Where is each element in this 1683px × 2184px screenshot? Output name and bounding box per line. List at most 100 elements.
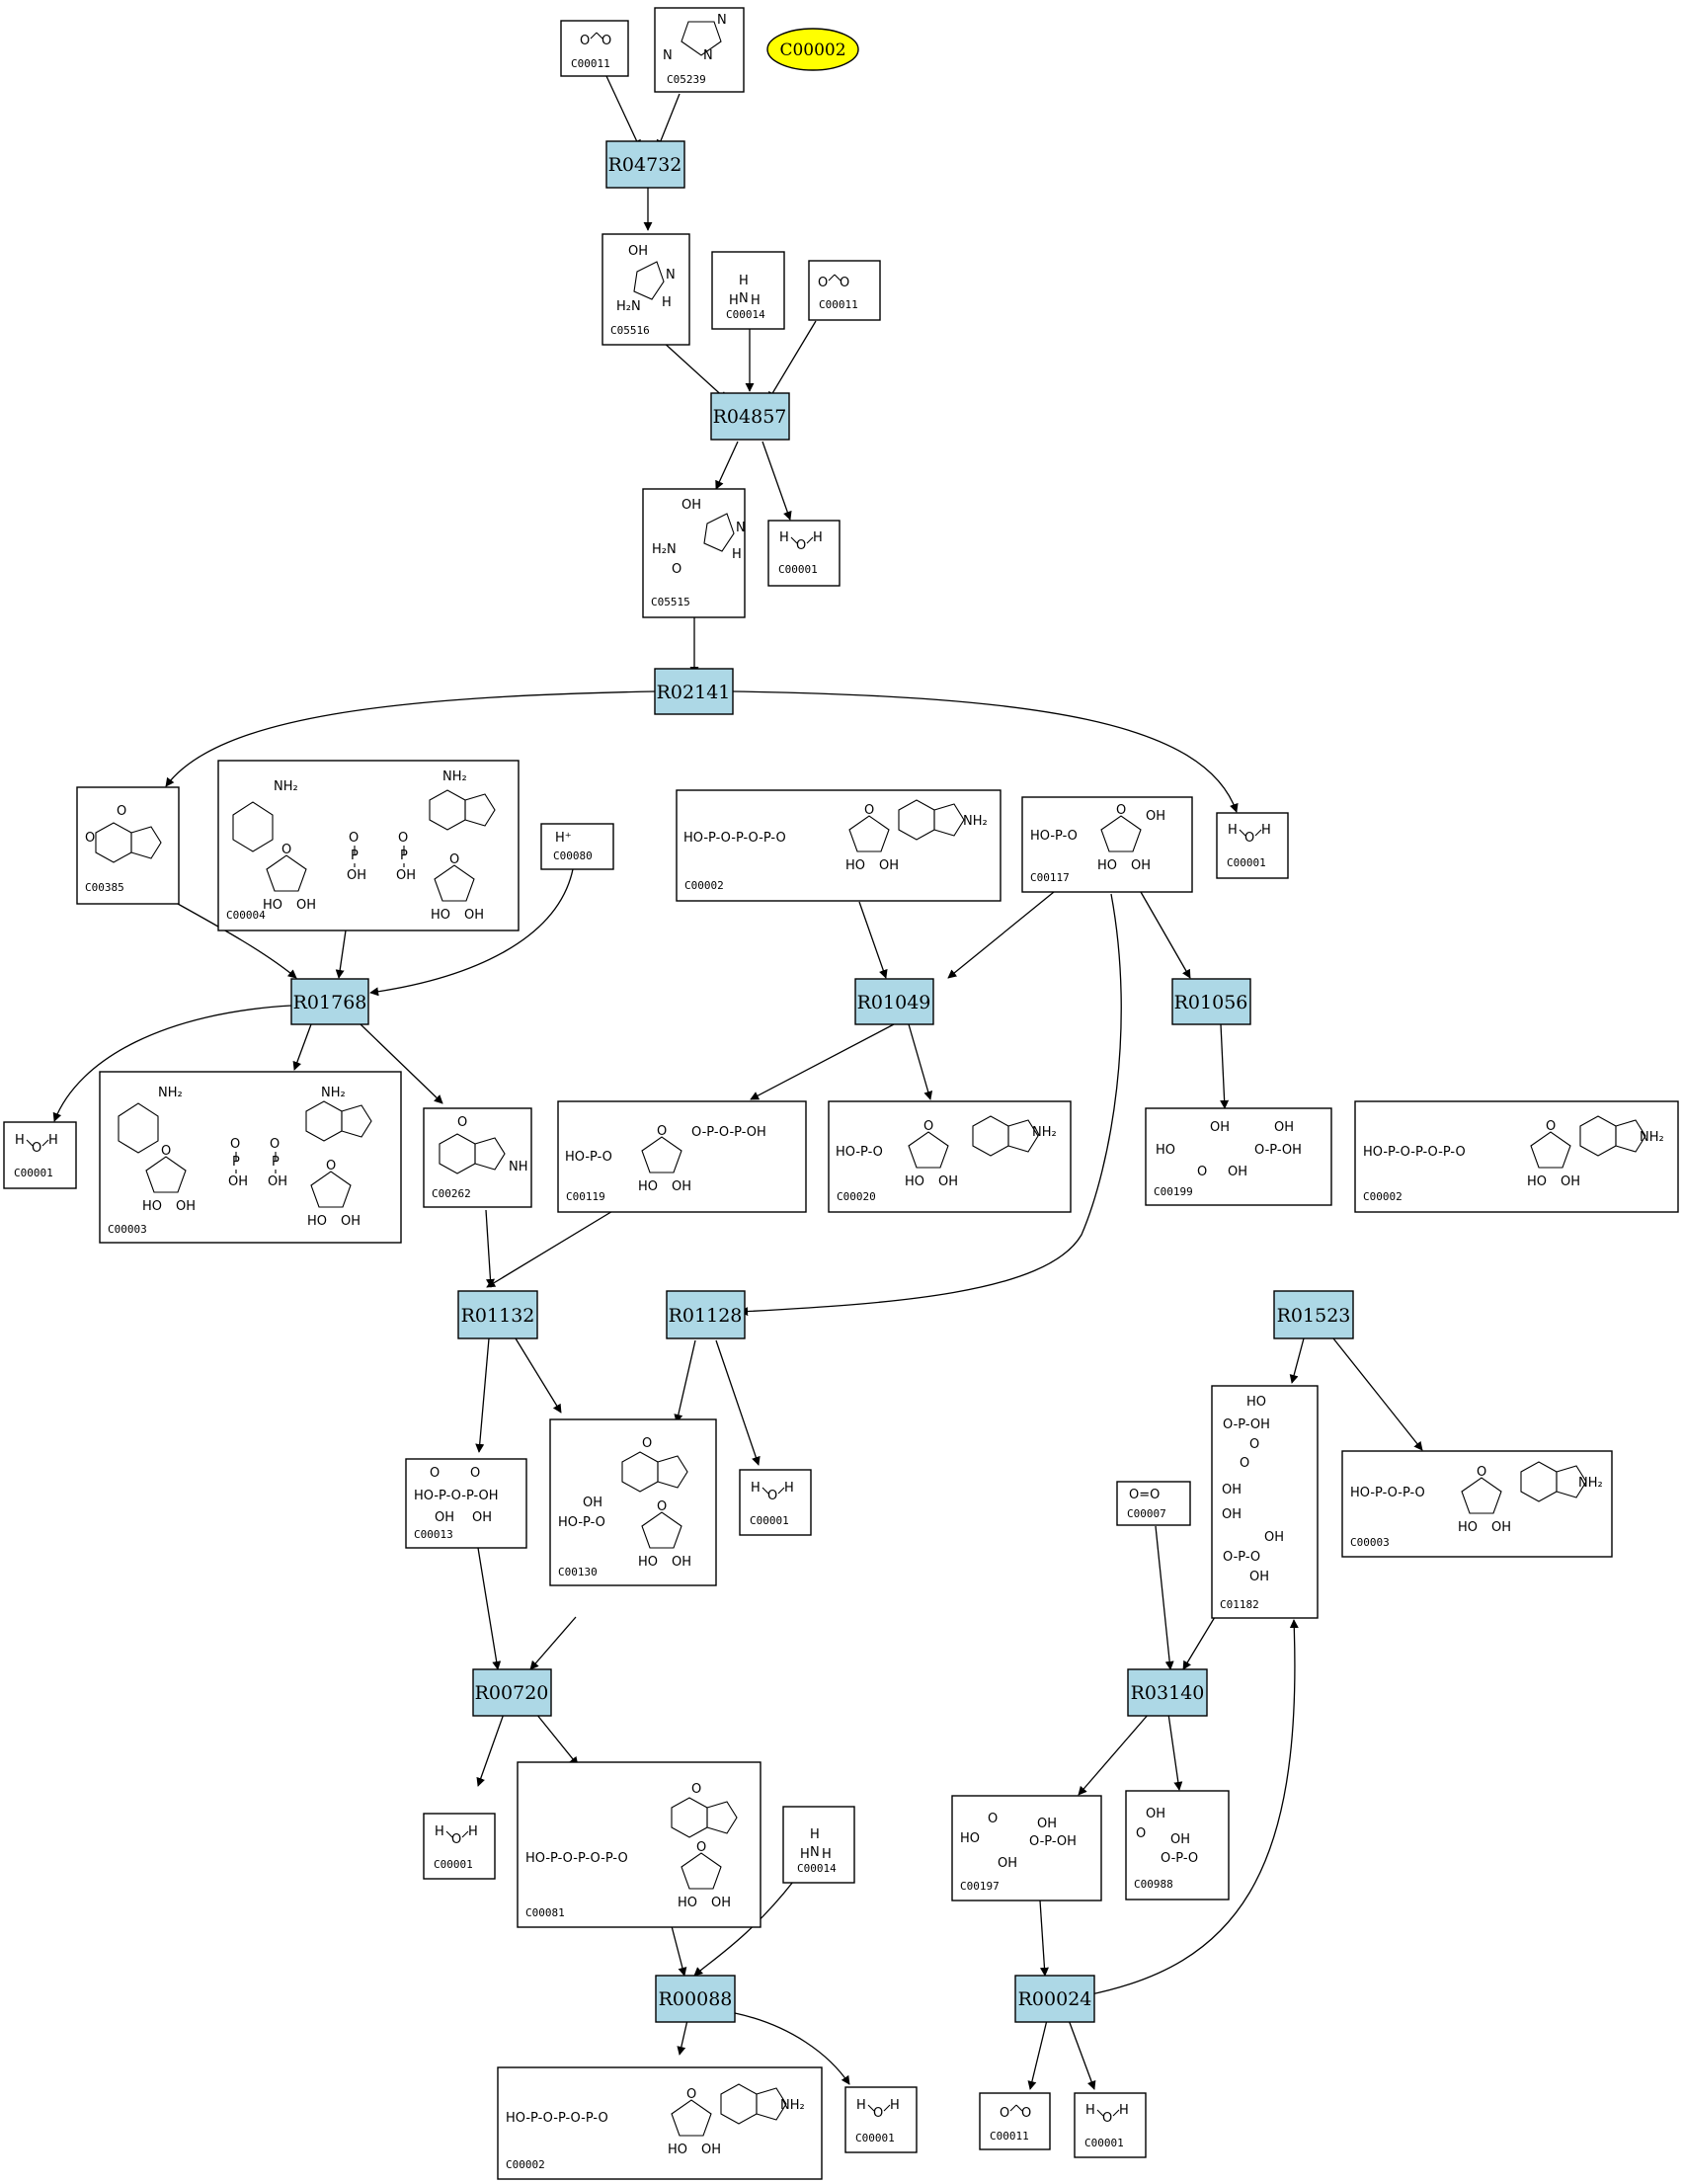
compound-node[interactable]: HO-P-O O-P-O-P-OH C00119 [557, 1100, 807, 1213]
svg-text:NH₂: NH₂ [1032, 1125, 1057, 1140]
compound-node[interactable]: C00014 [782, 1806, 855, 1884]
edge [177, 903, 297, 979]
compound-node[interactable]: C00001 [844, 2086, 918, 2153]
reaction-node[interactable]: R04732 [605, 140, 685, 189]
edge [476, 1713, 505, 1787]
edge [674, 1339, 696, 1423]
reaction-node[interactable]: R00088 [655, 1975, 736, 2023]
compound-node[interactable]: HO OH O OH OH O-P-OH C00199 [1145, 1107, 1332, 1206]
edge [739, 893, 1122, 1317]
compound-node[interactable]: C00001 [767, 520, 841, 587]
compound-node[interactable]: HO-P-O-P-O-P-O NH₂ C00002 [676, 789, 1002, 902]
compound-node[interactable]: HO-P-O-P-O-P-O NH₂ C00002 [497, 2066, 823, 2180]
svg-text:OH: OH [1170, 1832, 1190, 1847]
edge [515, 1337, 562, 1414]
edge [1182, 1616, 1216, 1670]
compound-node[interactable]: O O HO-P-O-P-OH OH OH C00013 [405, 1458, 527, 1549]
reaction-node[interactable]: R01768 [290, 978, 369, 1025]
compound-node[interactable]: O=O C00007 [1116, 1481, 1191, 1526]
reaction-node[interactable]: R04857 [710, 392, 790, 441]
compound-node[interactable]: O O C00385 [76, 786, 180, 905]
reaction-label: R01128 [669, 1305, 743, 1327]
svg-text:HO-P-O-P-O: HO-P-O-P-O [1350, 1486, 1425, 1500]
edges [52, 75, 1423, 2090]
compound-label: C00117 [1030, 871, 1070, 884]
compound-node[interactable]: C00001 [423, 1813, 496, 1880]
edge [661, 340, 728, 401]
svg-text:OH: OH [1146, 1807, 1165, 1821]
compound-node[interactable]: C00001 [739, 1469, 812, 1536]
compound-node[interactable]: HO O-P-OH O O OH OH OH O-P-O OH C01182 [1211, 1385, 1319, 1619]
svg-text:HO-P-O: HO-P-O [565, 1150, 612, 1165]
svg-text:HO-P-O-P-OH: HO-P-O-P-OH [414, 1489, 499, 1503]
svg-text:OH: OH [472, 1510, 492, 1525]
compound-node[interactable]: O NH C00262 [423, 1107, 532, 1208]
compound-label: C00001 [778, 563, 818, 576]
compound-label: C00011 [571, 57, 610, 70]
compound-node[interactable]: OH O OH O-P-O C00988 [1125, 1790, 1230, 1901]
reaction-label: R00720 [475, 1682, 549, 1704]
compound-label: C05239 [667, 73, 706, 86]
edge [477, 1547, 502, 1670]
edge [1085, 1619, 1299, 1996]
compound-label: C00001 [434, 1858, 473, 1871]
edge [1289, 1337, 1305, 1384]
svg-text:O-P-O: O-P-O [1223, 1550, 1260, 1565]
reaction-node[interactable]: R01132 [457, 1290, 538, 1339]
compound-node[interactable]: HO-P-O-P-O-P-O NH₂ C00002 [1354, 1100, 1679, 1213]
svg-text:O: O [457, 1115, 467, 1130]
reaction-label: R04857 [713, 406, 787, 428]
compound-node[interactable]: C00011 [560, 20, 629, 77]
svg-text:N: N [736, 521, 746, 535]
compound-node[interactable]: C00011 [808, 260, 881, 321]
compound-label: C00001 [750, 1514, 789, 1527]
compound-node[interactable]: H⁺ C00080 [540, 823, 614, 870]
edge [732, 690, 1239, 813]
compound-label: C00002 [684, 879, 724, 892]
svg-text:O: O [691, 1782, 701, 1797]
compound-node[interactable]: NH₂ NH₂ C00003 [99, 1071, 402, 1244]
compound-node[interactable]: C00001 [1216, 812, 1289, 879]
compound-node[interactable]: O OH HO-P-O C00130 [549, 1418, 717, 1586]
compound-node[interactable]: NH₂ NH₂ C00004 [217, 760, 520, 931]
svg-text:H₂N: H₂N [652, 542, 677, 557]
svg-text:O-P-OH: O-P-OH [1223, 1417, 1270, 1432]
compound-node[interactable]: HO-P-O-P-O NH₂ C00003 [1341, 1450, 1613, 1558]
reaction-node[interactable]: R01128 [666, 1290, 746, 1339]
reaction-node[interactable]: R01523 [1273, 1290, 1354, 1339]
compound-node[interactable]: HO-P-O OH C00117 [1021, 796, 1193, 893]
compound-node[interactable]: HO O OH O-P-OH OH C00197 [951, 1795, 1102, 1901]
reaction-node[interactable]: R00720 [472, 1668, 552, 1717]
reaction-label: R01132 [461, 1305, 535, 1327]
compound-node[interactable]: HO-P-O NH₂ C00020 [828, 1100, 1072, 1213]
compound-node[interactable]: C00001 [3, 1121, 77, 1189]
svg-text:HO-P-O-P-O-P-O: HO-P-O-P-O-P-O [525, 1851, 628, 1866]
svg-text:H⁺: H⁺ [555, 831, 572, 846]
compound-node[interactable]: O HO-P-O-P-O-P-O C00081 [517, 1761, 761, 1928]
svg-text:HO-P-O: HO-P-O [558, 1515, 605, 1530]
highlighted-compound[interactable]: C00002 [766, 28, 859, 71]
reaction-node[interactable]: R01056 [1171, 978, 1251, 1025]
svg-text:OH: OH [998, 1856, 1017, 1871]
compound-node[interactable]: C00001 [1074, 2092, 1147, 2158]
reaction-node[interactable]: R01049 [854, 978, 934, 1025]
compound-node[interactable]: N N N C05239 [654, 7, 745, 93]
compound-label: C05515 [651, 596, 690, 608]
reaction-node[interactable]: R00024 [1014, 1975, 1095, 2023]
compound-label: C00013 [414, 1528, 453, 1541]
reaction-node[interactable]: R03140 [1127, 1668, 1208, 1717]
svg-text:O: O [470, 1466, 480, 1481]
svg-text:NH₂: NH₂ [442, 769, 467, 784]
edge [750, 1023, 895, 1100]
edge [761, 441, 792, 521]
compound-node[interactable]: OH N H H₂N O C05515 [642, 488, 746, 618]
svg-text:N: N [663, 48, 673, 63]
reaction-node[interactable]: R02141 [654, 668, 734, 715]
reaction-label: R01523 [1277, 1305, 1351, 1327]
compound-node[interactable]: C00014 [711, 251, 785, 330]
compound-node[interactable]: OH N H H₂N C05516 [601, 233, 690, 346]
compound-node[interactable]: C00011 [979, 2092, 1051, 2150]
svg-text:NH₂: NH₂ [158, 1086, 183, 1100]
svg-text:NH: NH [509, 1160, 528, 1174]
edge [858, 901, 888, 979]
